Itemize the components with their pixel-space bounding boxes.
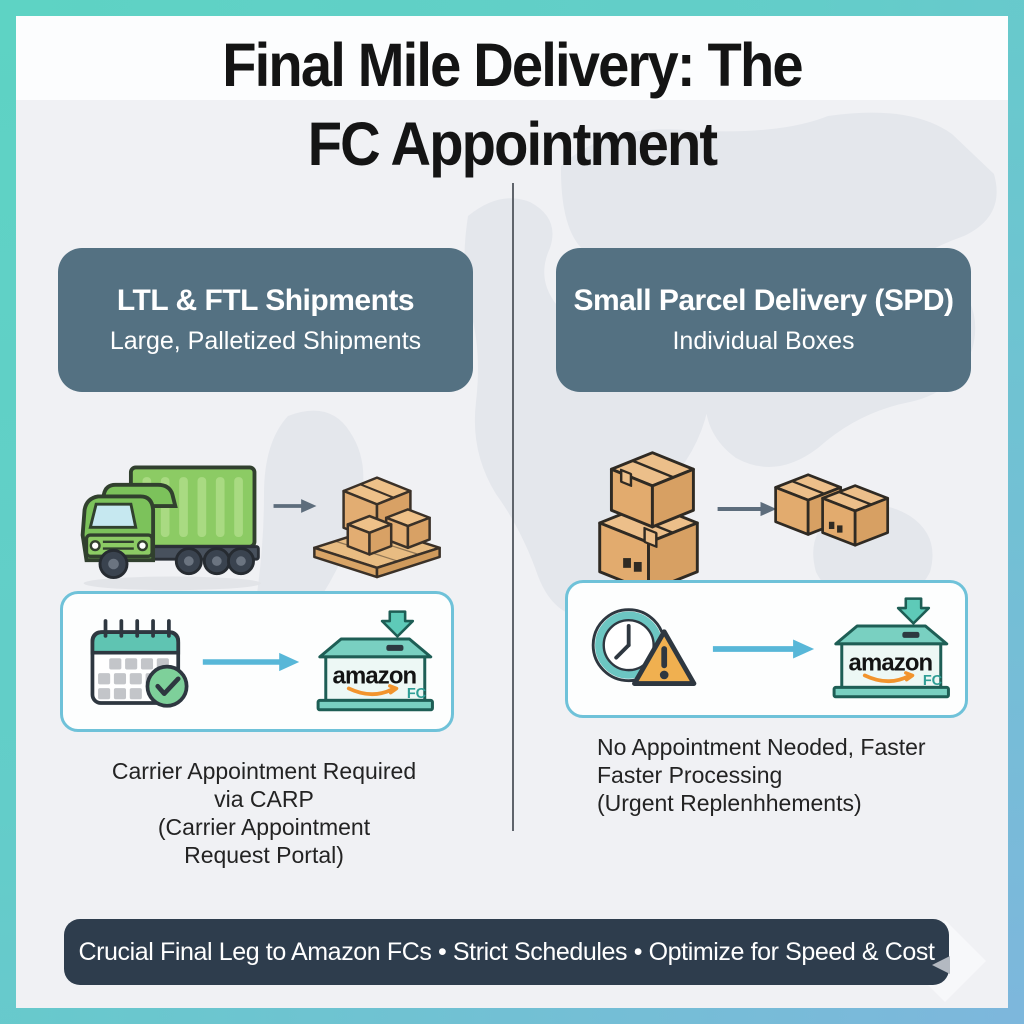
ltl-caption: Carrier Appointment Required via CARP (C… — [56, 757, 472, 869]
ltl-ftl-header-card: LTL & FTL Shipments Large, Palletized Sh… — [58, 248, 473, 392]
amazon-fc-icon: amazon FC — [832, 597, 950, 699]
fc-label: FC — [923, 673, 943, 689]
fc-label: FC — [407, 685, 427, 701]
page-title: Final Mile Delivery: The FC Appointment — [41, 26, 983, 185]
parcel-boxes-icon — [774, 473, 890, 547]
stacked-boxes-icon — [598, 451, 699, 593]
pallet-boxes-icon — [313, 476, 441, 579]
amazon-fc-icon: amazon FC — [316, 609, 434, 711]
page-title-line1: Final Mile Delivery: The — [222, 31, 803, 99]
column-divider — [512, 183, 514, 831]
arrow-right-icon — [717, 501, 777, 517]
clock-warning-icon — [591, 608, 697, 686]
spd-caption-line: (Urgent Replenhhements) — [597, 790, 862, 817]
down-arrow-icon — [380, 609, 415, 638]
spd-caption-line: Faster Processing — [597, 762, 783, 789]
carp-process-card: amazon FC — [60, 591, 454, 732]
amazon-wordmark: amazon — [333, 662, 417, 689]
spd-caption: No Appointment Neoded, Faster Faster Pro… — [597, 733, 969, 817]
calendar-check-icon — [90, 618, 189, 708]
spd-caption-line: No Appointment Neoded, Faster — [597, 734, 926, 760]
summary-banner-text: Crucial Final Leg to Amazon FCs • Strict… — [78, 937, 935, 966]
page-title-line2: FC Appointment — [307, 110, 718, 179]
arrow-right-icon — [712, 639, 815, 659]
spd-title: Small Parcel Delivery (SPD) — [573, 284, 954, 317]
ltl-caption-line: (Carrier Appointment — [157, 814, 371, 841]
down-arrow-icon — [896, 597, 931, 625]
spd-process-card: amazon FC — [565, 580, 968, 718]
ltl-ftl-subtitle: Large, Palletized Shipments — [109, 327, 422, 355]
arrow-right-icon — [202, 652, 300, 671]
truck-icon — [80, 465, 262, 591]
ltl-ftl-title: LTL & FTL Shipments — [116, 284, 415, 317]
ltl-caption-line: via CARP — [214, 786, 314, 813]
banner-tail-decoration — [932, 956, 950, 974]
spd-header-card: Small Parcel Delivery (SPD) Individual B… — [556, 248, 971, 392]
amazon-wordmark: amazon — [849, 649, 933, 676]
spd-subtitle: Individual Boxes — [672, 327, 855, 355]
summary-banner: Crucial Final Leg to Amazon FCs • Strict… — [64, 919, 949, 985]
ltl-caption-line: Request Portal) — [184, 842, 344, 869]
ltl-caption-line: Carrier Appointment Required — [111, 758, 417, 784]
